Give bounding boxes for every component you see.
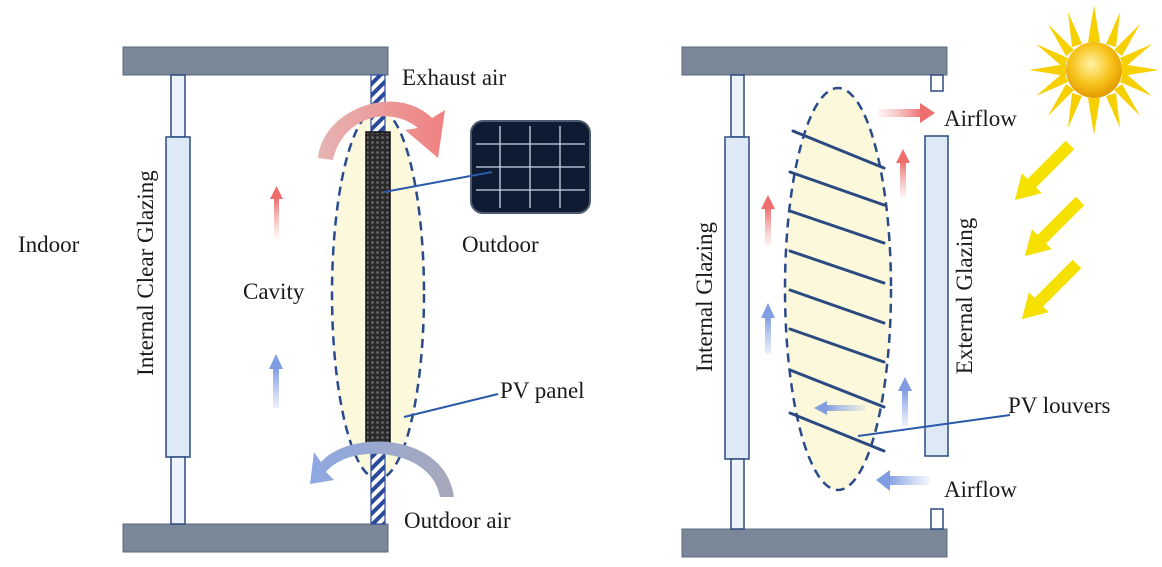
left-facade: Indoor Internal Clear Glazing Exhaust ai… <box>18 46 591 553</box>
top-airflow-arrow <box>878 103 935 123</box>
solar-radiation-arrows <box>1014 140 1085 320</box>
warm-air-up-arrow-inner <box>761 195 775 246</box>
label-airflow-top: Airflow <box>944 106 1017 131</box>
pv-louver <box>788 368 886 409</box>
solar-ray-arrow <box>1021 259 1082 320</box>
outer-skin-hatched-bottom <box>370 451 386 525</box>
right-facade: Internal Glazing External Glazing Airflo… <box>681 5 1159 558</box>
pv-louvers-leader <box>857 414 1011 437</box>
label-outdoor: Outdoor <box>462 232 539 257</box>
label-airflow-bottom: Airflow <box>944 477 1017 502</box>
pv-louver <box>788 170 886 207</box>
bottom-frame-right <box>681 528 948 558</box>
cool-air-left-arrow-inner <box>814 401 866 415</box>
pv-module-icon <box>470 120 591 214</box>
pv-module-leader <box>383 171 493 193</box>
internal-clear-glazing <box>165 136 191 458</box>
exhaust-air-arc <box>318 101 445 160</box>
label-internal-glazing: Internal Glazing <box>692 221 717 372</box>
sun-icon <box>1029 5 1159 135</box>
cool-air-up-arrow-inner <box>761 303 775 354</box>
pv-louver <box>788 327 886 364</box>
label-pv-panel: PV panel <box>500 378 585 403</box>
pv-panel-leader <box>403 393 499 418</box>
bottom-airflow-arrow <box>876 470 930 491</box>
label-outdoor-air: Outdoor air <box>404 508 511 533</box>
bottom-frame-left <box>122 523 389 553</box>
pv-louver <box>788 209 886 245</box>
pv-louver <box>791 129 886 170</box>
warm-air-up-arrow-right <box>896 149 910 198</box>
top-frame-right <box>681 46 948 76</box>
external-glazing-stub-top <box>930 74 944 92</box>
louver-cavity-highlight <box>783 86 893 492</box>
label-cavity: Cavity <box>243 279 305 304</box>
internal-glazing-mullion-top <box>730 74 745 138</box>
cool-air-up-arrow-right <box>898 377 912 426</box>
label-exhaust-air: Exhaust air <box>402 65 506 90</box>
warm-air-up-arrow <box>270 186 283 238</box>
solar-ray-arrow <box>1014 140 1075 201</box>
pv-louver <box>788 288 886 325</box>
external-glazing <box>924 135 949 457</box>
solar-ray-arrow <box>1024 196 1085 257</box>
pv-louvers <box>788 129 886 453</box>
cool-air-up-arrow <box>269 354 283 408</box>
internal-glazing <box>724 136 750 460</box>
pv-panel <box>365 131 391 453</box>
top-frame-left <box>122 46 389 76</box>
internal-clear-glazing-mullion-top <box>170 74 186 138</box>
internal-glazing-mullion-bottom <box>730 458 745 530</box>
label-indoor: Indoor <box>18 232 80 257</box>
label-pv-louvers: PV louvers <box>1008 393 1110 418</box>
external-glazing-stub-bottom <box>930 508 944 530</box>
label-external-glazing: External Glazing <box>952 217 977 374</box>
internal-clear-glazing-mullion-bottom <box>170 456 186 525</box>
outdoor-air-arc <box>310 441 454 497</box>
pv-louver <box>788 249 886 285</box>
pv-louver <box>788 411 886 453</box>
label-internal-clear-glazing: Internal Clear Glazing <box>133 170 158 376</box>
